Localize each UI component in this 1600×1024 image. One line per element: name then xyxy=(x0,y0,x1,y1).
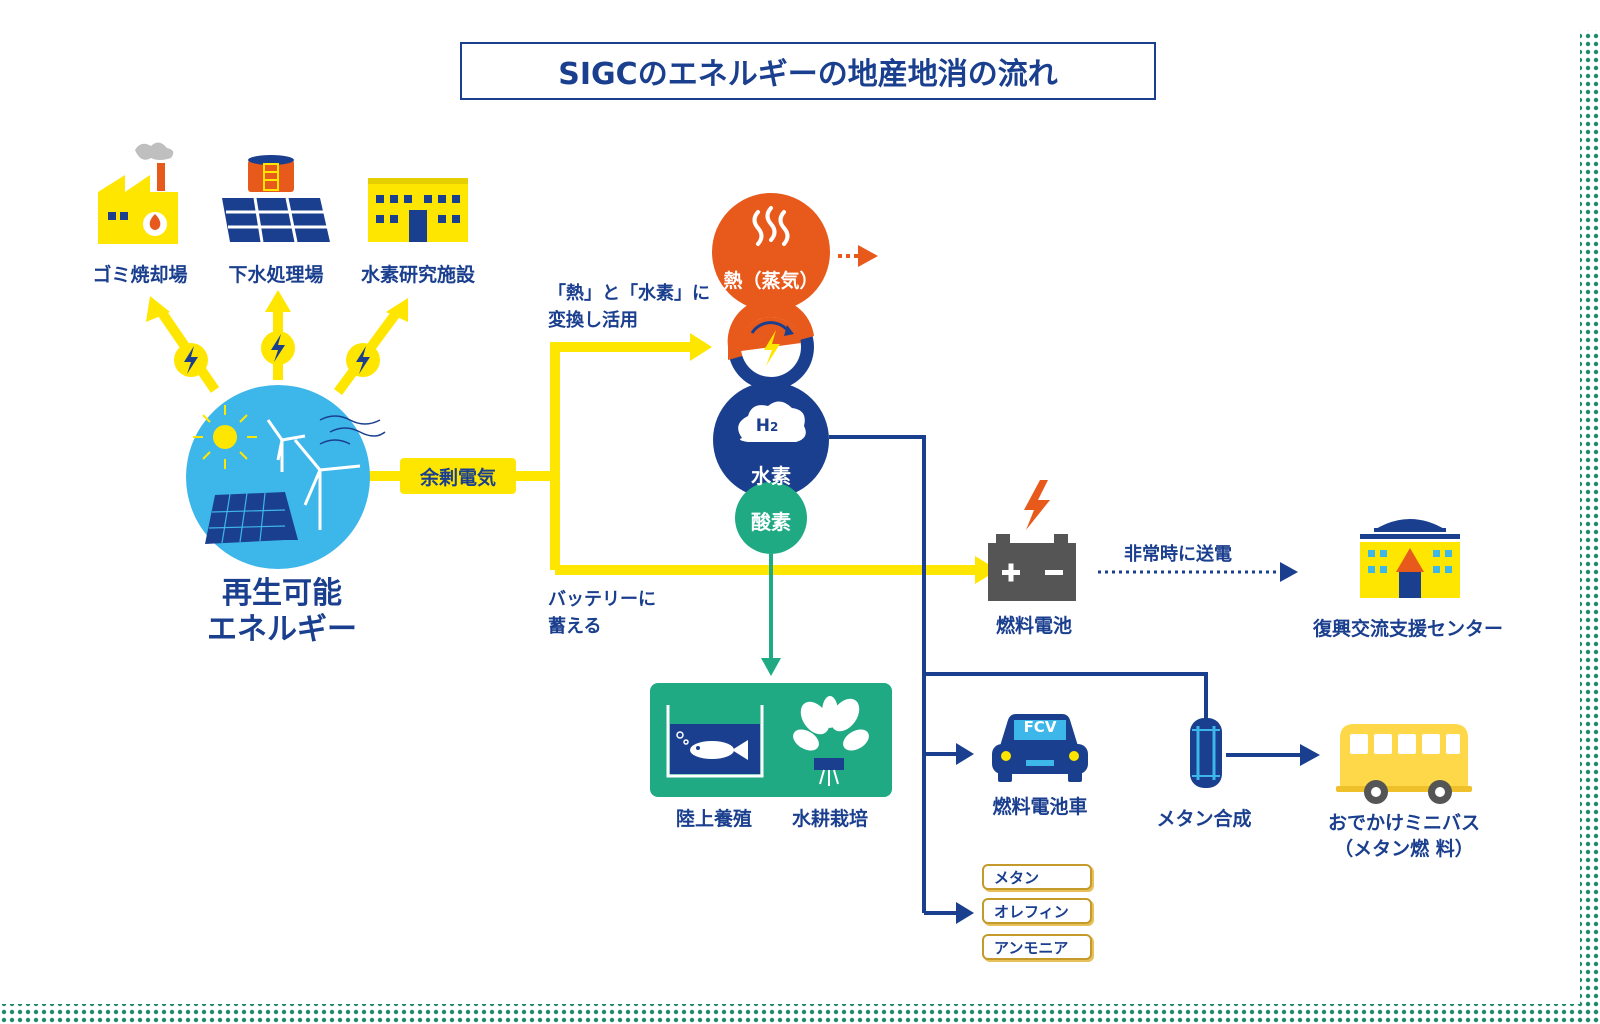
bus-label-line2: （メタン燃 料） xyxy=(1334,838,1474,860)
arrowhead-to-fuel-cell xyxy=(975,556,998,584)
heat-circle xyxy=(712,193,830,311)
aquaculture-label: 陸上養殖 xyxy=(675,808,753,830)
renewable-label: 再生可能 エネルギー xyxy=(207,576,357,648)
convert-note: 「熱」と「水素」に 変換し活用 xyxy=(548,280,710,334)
hydrogen-circle xyxy=(713,382,829,498)
facility-label-sewage: 下水処理場 xyxy=(228,264,324,286)
emergency-transmission-label: 非常時に送電 xyxy=(1124,544,1232,565)
arrowhead-to-bus xyxy=(1300,744,1320,766)
renewable-label-line2: エネルギー xyxy=(207,612,357,647)
chemical-tag-ammonia: アンモニア xyxy=(982,934,1092,960)
convert-note-line1: 「熱」と「水素」に xyxy=(548,283,710,304)
heat-label: 熱（蒸気） xyxy=(723,270,819,292)
aquaculture-hydroponics-panel xyxy=(650,683,892,797)
lightning-icon xyxy=(261,331,295,365)
minibus-icon xyxy=(1336,724,1472,804)
fuel-cell-label: 燃料電池 xyxy=(995,615,1073,637)
conversion-icon xyxy=(727,298,814,390)
heat-export-arrow xyxy=(838,245,878,267)
surplus-power-label: 余剰電気 xyxy=(400,458,516,494)
hydroponics-label: 水耕栽培 xyxy=(791,808,869,830)
chemical-tag-methane: メタン xyxy=(982,864,1092,890)
fcv-label: 燃料電池車 xyxy=(992,796,1088,818)
factory-icon xyxy=(98,142,178,244)
hydroponic-plant-icon xyxy=(793,696,869,786)
fcv-badge: FCV xyxy=(1023,718,1057,736)
bus-label: おでかけミニバス （メタン燃 料） xyxy=(1328,810,1480,862)
emergency-transmission-arrow xyxy=(1098,562,1298,582)
hydrogen-distribution-lines xyxy=(829,435,1302,915)
lightning-icon xyxy=(174,343,208,377)
battery-note-line2: 蓄える xyxy=(548,616,602,637)
methane-synthesis-label: メタン合成 xyxy=(1156,808,1252,830)
oxygen-flow-arrow xyxy=(761,554,781,676)
renewable-energy-icon xyxy=(186,385,386,569)
arrowhead-to-fcv xyxy=(956,743,974,765)
convert-note-line2: 変換し活用 xyxy=(548,310,638,331)
battery-note-line1: バッテリーに xyxy=(548,589,656,610)
fuel-cell-car-icon xyxy=(992,714,1088,782)
arrowhead-to-convert xyxy=(690,333,712,361)
arrowhead-to-chemicals xyxy=(956,902,974,924)
battery-note: バッテリーに 蓄える xyxy=(548,586,656,640)
arrowhead-to-incinerator xyxy=(146,296,170,322)
bus-label-line1: おでかけミニバス xyxy=(1327,812,1481,834)
research-building-icon xyxy=(368,178,468,242)
recovery-center-label: 復興交流支援センター xyxy=(1312,618,1504,640)
sewage-plant-icon xyxy=(222,155,330,243)
chemical-tag-olefin: オレフィン xyxy=(982,898,1092,924)
dotted-border-right xyxy=(1580,30,1600,1024)
hydrogen-symbol-sub: 2 xyxy=(769,420,779,434)
lightning-icon xyxy=(346,343,380,377)
dotted-border-bottom xyxy=(0,1004,1600,1024)
diagram-title: SIGCのエネルギーの地産地消の流れ xyxy=(460,42,1156,100)
oxygen-circle xyxy=(735,482,807,554)
hydrogen-symbol-h: H xyxy=(755,416,770,436)
fuel-cell-battery-icon xyxy=(988,480,1076,601)
methane-synthesis-tank-icon xyxy=(1190,718,1222,788)
hydrogen-symbol: H2 xyxy=(756,416,779,436)
hydrogen-label: 水素 xyxy=(751,464,791,488)
renewable-label-line1: 再生可能 xyxy=(222,576,342,611)
facility-label-research: 水素研究施設 xyxy=(360,264,476,286)
fish-tank-icon xyxy=(666,705,764,778)
arrowhead-to-sewage xyxy=(265,290,291,312)
oxygen-label: 酸素 xyxy=(751,510,791,534)
recovery-center-building-icon xyxy=(1360,519,1460,598)
facility-label-incinerator: ゴミ焼却場 xyxy=(92,264,188,286)
arrowhead-to-research xyxy=(386,298,408,322)
